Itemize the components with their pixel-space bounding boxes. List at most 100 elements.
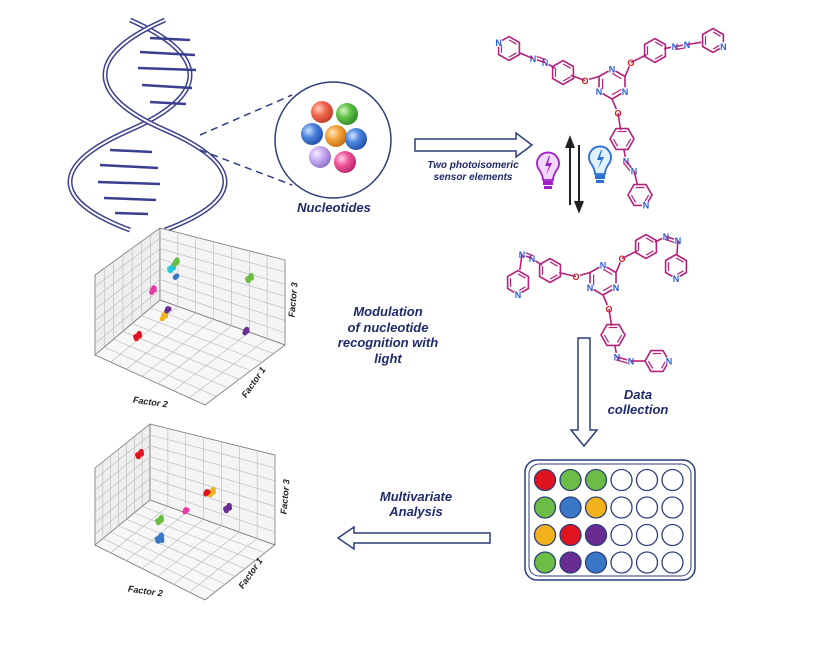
svg-text:N: N [515,290,522,300]
well-1-3 [610,496,633,519]
sphere-pink [334,151,356,173]
zoom-lines [199,94,293,186]
svg-text:N: N [596,87,603,97]
well-0-4 [635,468,659,492]
data-collection-label: Data collection [598,387,678,418]
svg-text:N: N [609,64,616,74]
cluster-magenta [149,285,157,295]
uv-bulb-icon [536,151,560,189]
well-2-0 [533,523,557,547]
sphere-blue [301,123,323,145]
photoswitch-arrows [565,135,584,214]
cluster-purple [242,326,250,336]
axis-label-factor2: Factor 2 [132,395,168,410]
axis-label-factor2: Factor 2 [127,584,163,599]
sensor-line-2: sensor elements [433,171,513,183]
sensor-molecule-trans: NNNONNNONNNONNN [494,27,728,211]
sensor-molecule-cis: NNNONNNONNNONNN [506,232,688,373]
well-0-2 [584,468,608,492]
well-3-1 [559,551,582,574]
sphere-red [311,101,333,123]
well-1-4 [635,496,659,519]
svg-text:N: N [542,58,549,68]
multivariate-analysis-label: Multivariate Analysis [356,489,476,520]
well-3-4 [635,551,659,574]
axis-label-factor3: Factor 3 [279,479,292,515]
arrow-left-analysis [336,525,491,551]
cluster-purple [164,306,172,314]
arrow-to-sensor [414,131,534,159]
well-3-0 [533,551,557,574]
svg-text:O: O [618,254,625,264]
mva-line-1: Multivariate [379,489,453,504]
data-line-2: collection [607,401,669,417]
svg-text:N: N [529,254,536,264]
cluster-green [155,514,165,526]
well-0-0 [533,468,557,492]
modulation-line-4: light [374,350,402,366]
modulation-line-2: of nucleotide [347,319,429,335]
svg-text:N: N [622,87,629,97]
well-1-0 [533,496,557,519]
cluster-magenta [182,507,190,515]
mva-line-2: Analysis [389,503,443,519]
cluster-blue [172,273,180,280]
svg-text:N: N [613,283,620,293]
sphere-blue-2 [345,128,367,150]
modulation-line-3: recognition with [337,335,439,351]
well-2-2 [584,523,608,547]
well-1-5 [661,496,684,519]
svg-text:O: O [627,58,634,68]
dna-helix-icon [67,17,228,233]
well-0-1 [559,468,582,492]
axis-label-factor3: Factor 3 [287,282,300,318]
svg-text:N: N [672,42,679,52]
sphere-lavender [309,146,331,168]
arrow-down-data [569,337,599,448]
well-2-1 [559,523,582,547]
svg-text:N: N [643,201,650,211]
svg-text:N: N [587,283,594,293]
cluster-green [172,257,180,267]
blue-bulb-icon [588,145,612,183]
sensor-line-1: Two photoisomeric [427,160,519,171]
modulation-line-1: Modulation [353,304,423,319]
cluster-orange [159,310,169,322]
data-line-1: Data [623,387,653,402]
cluster-red [135,448,145,460]
well-0-5 [661,468,684,492]
well-0-3 [610,468,633,492]
svg-text:N: N [684,40,691,50]
svg-text:O: O [582,76,589,86]
svg-text:N: N [720,42,727,52]
svg-text:N: N [666,356,673,366]
well-3-3 [610,551,633,574]
well-1-1 [559,496,582,519]
well-3-5 [661,551,684,574]
cluster-red [203,489,211,497]
cluster-blue [154,532,165,544]
svg-text:N: N [673,274,680,284]
well-3-2 [584,551,608,574]
well-2-3 [610,523,633,547]
svg-text:N: N [600,260,607,270]
nucleotides-label: Nucleotides [297,200,371,215]
grid [94,428,276,593]
well-1-2 [584,496,608,519]
grid [94,232,286,399]
sphere-green [336,103,358,125]
cluster-cyan [167,262,177,274]
cluster-purple [223,502,233,514]
cluster-red [133,330,143,342]
well-plate [524,459,696,581]
svg-text:N: N [495,38,502,48]
svg-text:O: O [573,272,580,282]
sphere-orange [325,125,347,147]
sensor-elements-label: Two photoisomeric sensor elements [412,160,534,183]
nucleotide-circle [274,81,392,199]
well-2-4 [635,523,659,547]
well-2-5 [661,523,684,547]
